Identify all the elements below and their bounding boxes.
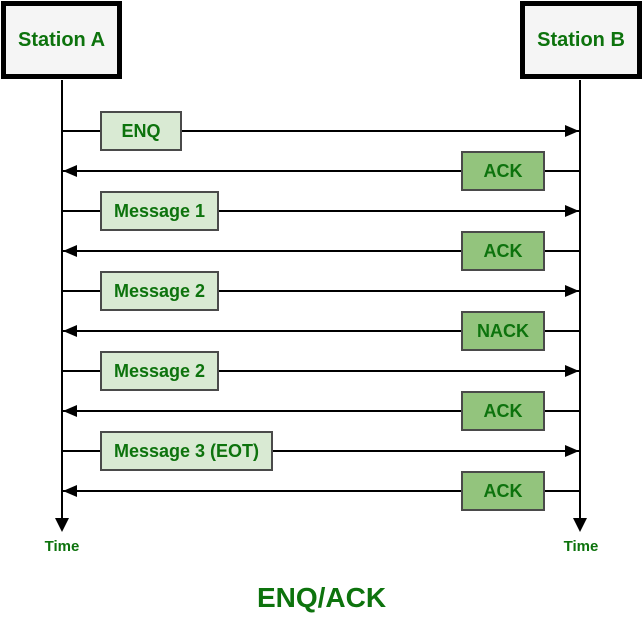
message-arrow-line bbox=[63, 370, 579, 372]
arrowhead-left-icon bbox=[63, 405, 77, 417]
message-arrow-line bbox=[63, 410, 579, 412]
message-arrow-line bbox=[63, 490, 579, 492]
arrowhead-left-icon bbox=[63, 165, 77, 177]
message-label: Message 2 bbox=[114, 280, 206, 301]
message-label: ENQ bbox=[121, 120, 161, 141]
time-arrow-down-icon bbox=[573, 518, 587, 532]
time-label-a: Time bbox=[44, 538, 80, 555]
message-box: ACK bbox=[461, 151, 545, 191]
arrowhead-left-icon bbox=[63, 245, 77, 257]
message-label: ACK bbox=[483, 400, 523, 421]
message-arrow-line bbox=[63, 170, 579, 172]
message-arrow-line bbox=[63, 290, 579, 292]
message-arrow-line bbox=[63, 130, 579, 132]
time-arrow-down-icon bbox=[55, 518, 69, 532]
arrowhead-left-icon bbox=[63, 325, 77, 337]
arrowhead-right-icon bbox=[565, 125, 579, 137]
message-label: Message 2 bbox=[114, 360, 206, 381]
arrowhead-right-icon bbox=[565, 285, 579, 297]
arrowhead-right-icon bbox=[565, 365, 579, 377]
time-label-b: Time bbox=[563, 538, 599, 555]
message-box: Message 1 bbox=[100, 191, 220, 231]
message-box: Message 3 (EOT) bbox=[100, 431, 274, 471]
diagram-title: ENQ/ACK bbox=[256, 582, 387, 613]
station-a-lifeline bbox=[61, 80, 63, 520]
message-box: Message 2 bbox=[100, 351, 220, 391]
station-b-lifeline bbox=[579, 80, 581, 520]
message-box: ENQ bbox=[100, 111, 182, 151]
arrowhead-right-icon bbox=[565, 445, 579, 457]
arrowhead-left-icon bbox=[63, 485, 77, 497]
message-box: NACK bbox=[461, 311, 545, 351]
message-box: Message 2 bbox=[100, 271, 220, 311]
message-label: Message 1 bbox=[114, 200, 206, 221]
message-box: ACK bbox=[461, 471, 545, 511]
station-a-label: Station A bbox=[17, 28, 106, 51]
message-box: ACK bbox=[461, 391, 545, 431]
message-label: ACK bbox=[483, 240, 523, 261]
message-arrow-line bbox=[63, 450, 579, 452]
message-arrow-line bbox=[63, 330, 579, 332]
message-label: ACK bbox=[483, 160, 523, 181]
message-label: Message 3 (EOT) bbox=[114, 440, 260, 461]
station-b-label: Station B bbox=[537, 28, 625, 51]
arrowhead-right-icon bbox=[565, 205, 579, 217]
message-label: ACK bbox=[483, 480, 523, 501]
message-arrow-line bbox=[63, 210, 579, 212]
message-arrow-line bbox=[63, 250, 579, 252]
station-a-box: Station A bbox=[1, 1, 122, 79]
message-box: ACK bbox=[461, 231, 545, 271]
station-b-box: Station B bbox=[520, 1, 642, 79]
message-label: NACK bbox=[477, 320, 529, 341]
